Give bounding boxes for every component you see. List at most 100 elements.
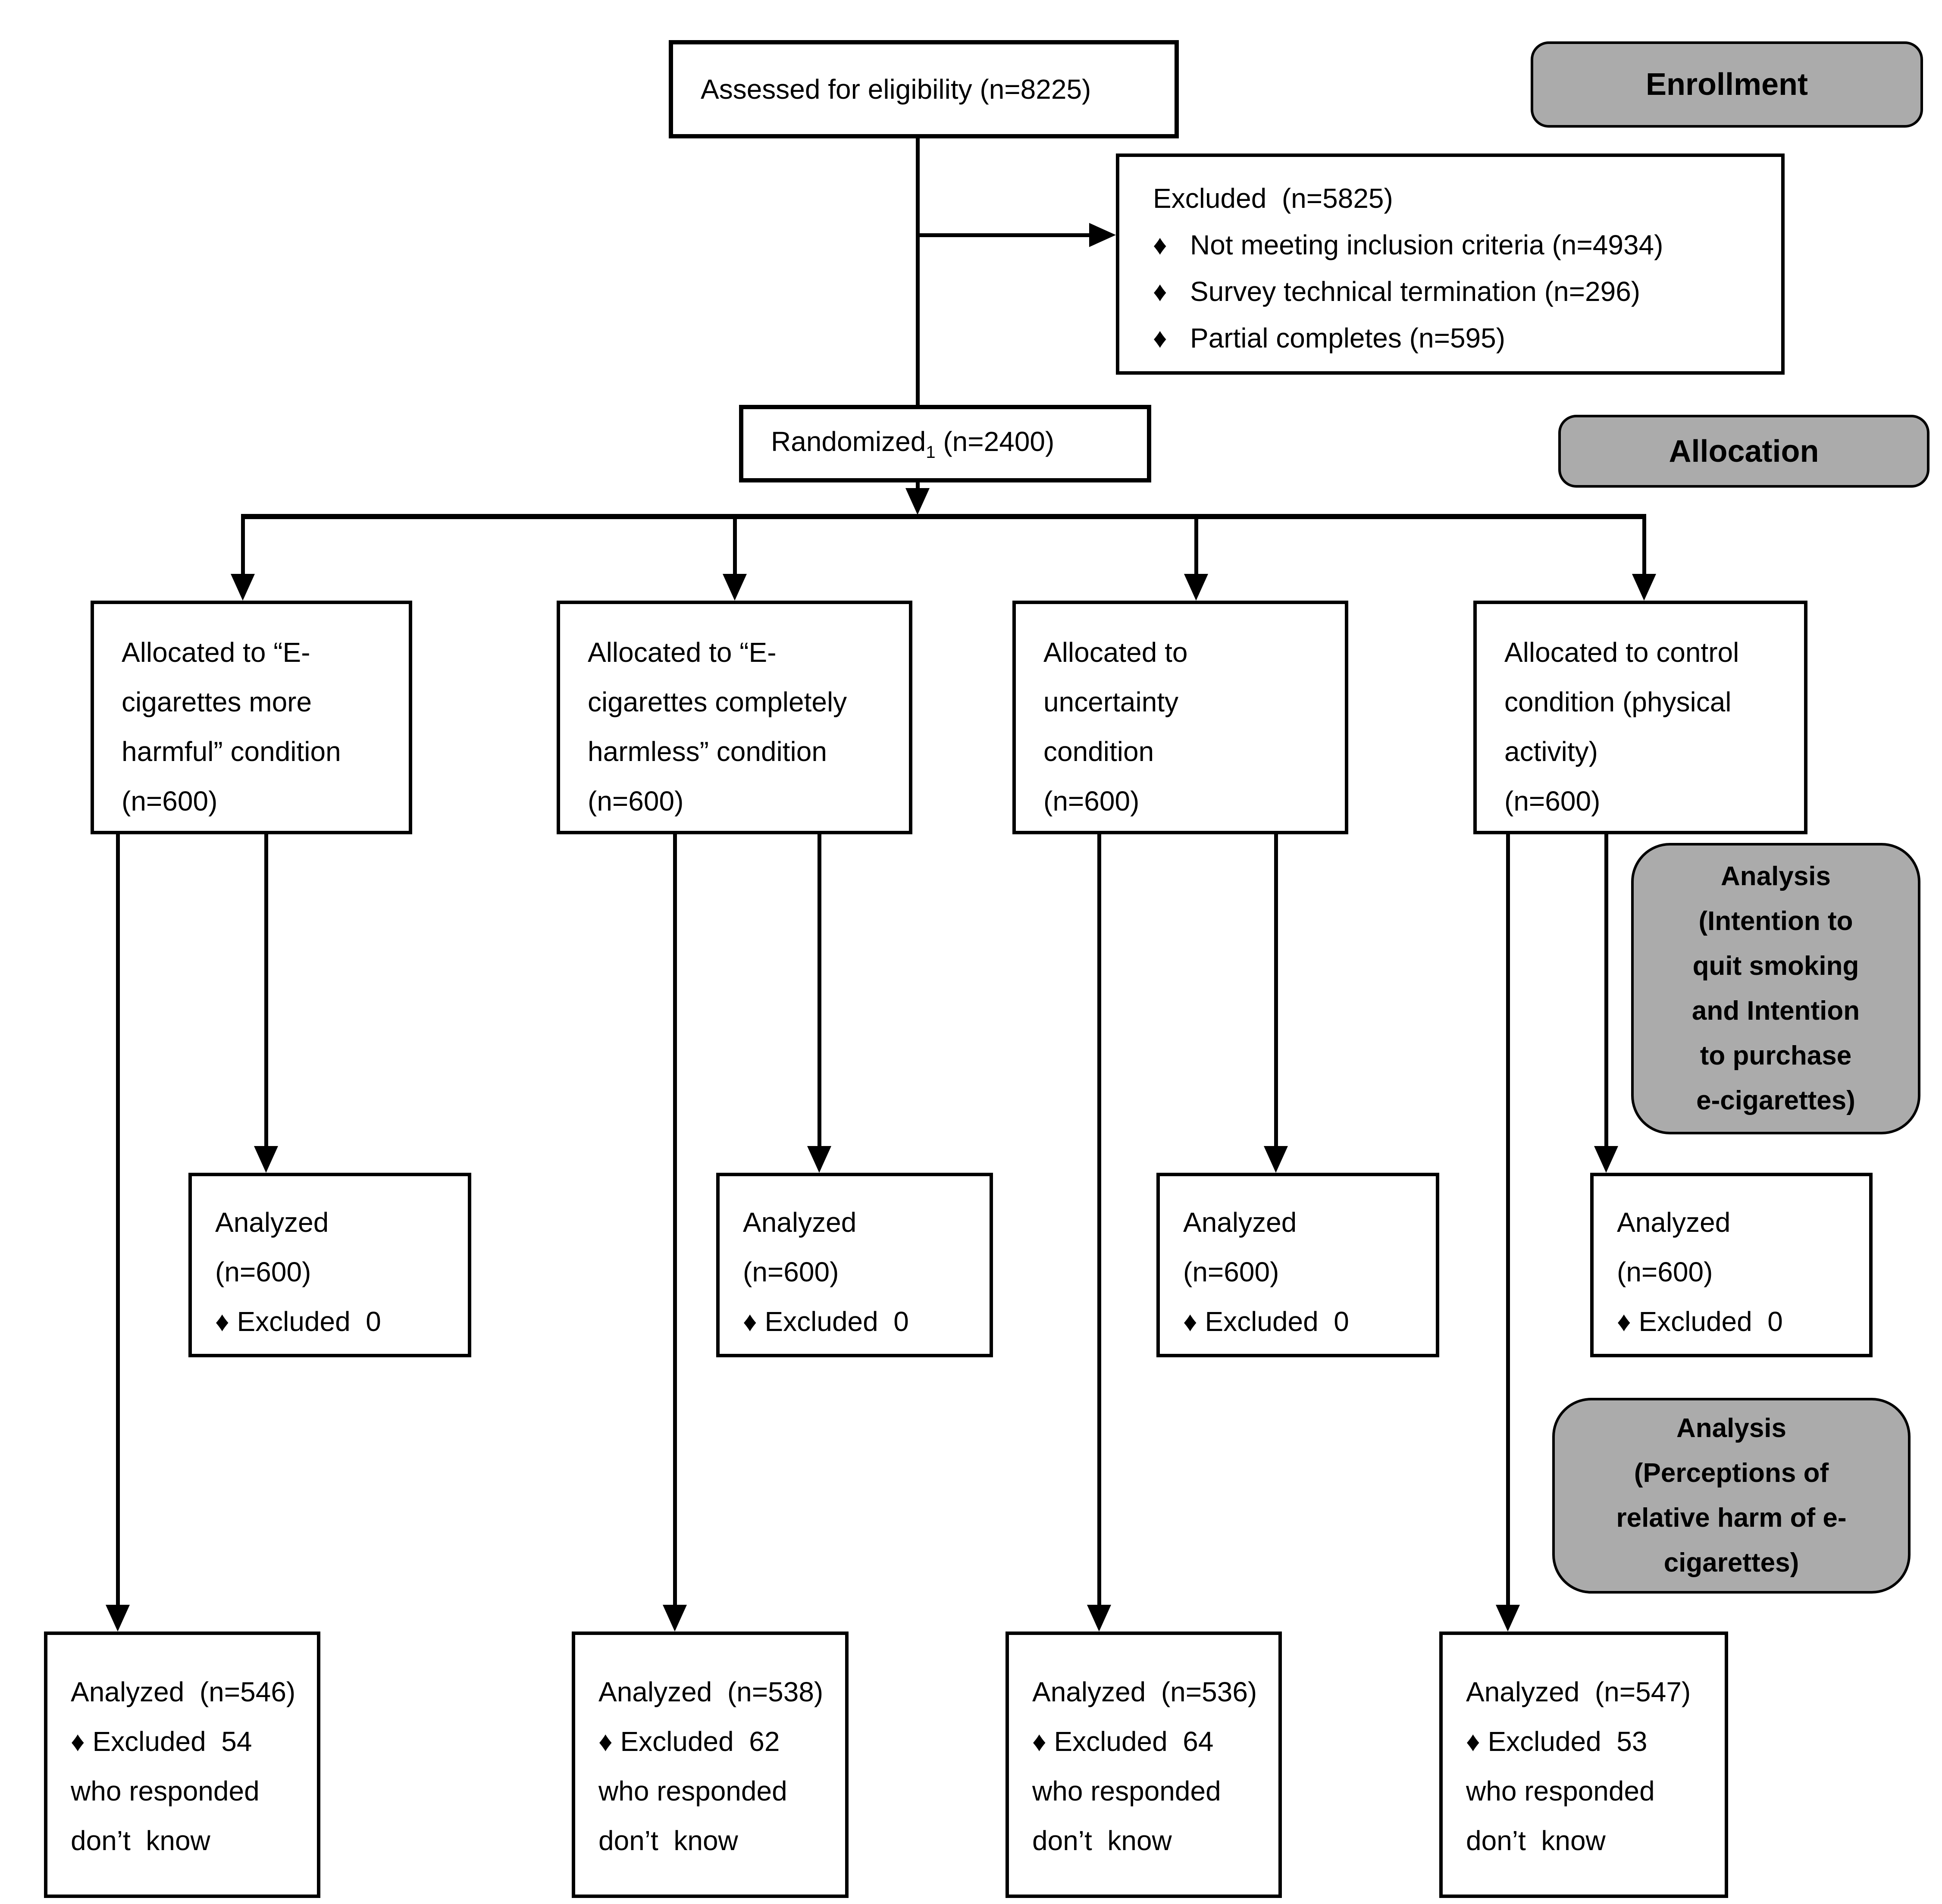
analyzed600-line: Analyzed: [215, 1207, 329, 1238]
analyzed600-line: Analyzed: [743, 1207, 857, 1238]
final-line: Analyzed (n=536): [1032, 1676, 1257, 1707]
connector-alloc1-analyzed: [264, 834, 268, 1149]
analyzed600-line: (n=600): [743, 1256, 839, 1287]
analyzed600-line: ♦ Excluded 0: [1617, 1306, 1783, 1337]
alloc-box-more-harmful: Allocated to “E- cigarettes more harmful…: [91, 601, 412, 834]
excluded-item: ♦ Not meeting inclusion criteria (n=4934…: [1153, 229, 1663, 260]
connector-branch-col3: [1194, 517, 1198, 578]
analysis1-line: Analysis: [1720, 861, 1831, 891]
connector-alloc3-analyzed: [1274, 834, 1278, 1149]
final-line: ♦ Excluded 53: [1466, 1726, 1648, 1757]
alloc-line: harmless” condition: [588, 736, 827, 767]
arrow-down-icon: [1264, 1146, 1288, 1173]
assessed-eligibility-text: Assessed for eligibility (n=8225): [701, 73, 1091, 105]
alloc-line: cigarettes more: [122, 686, 312, 717]
alloc-line: Allocated to “E-: [588, 637, 777, 668]
analyzed600-line: Analyzed: [1183, 1207, 1297, 1238]
arrow-right-icon: [1089, 223, 1116, 247]
alloc-line: uncertainty: [1043, 686, 1179, 717]
analyzed600-line: ♦ Excluded 0: [1183, 1306, 1349, 1337]
final-box-1: Analyzed (n=546) ♦ Excluded 54 who respo…: [44, 1632, 320, 1898]
connector-assessed-to-randomized: [916, 136, 920, 406]
alloc-line: (n=600): [588, 786, 684, 817]
analyzed600-box-4: Analyzed (n=600) ♦ Excluded 0: [1590, 1173, 1873, 1357]
final-line: Analyzed (n=546): [71, 1676, 296, 1707]
alloc-line: harmful” condition: [122, 736, 341, 767]
final-line: ♦ Excluded 54: [71, 1726, 252, 1757]
alloc-line: Allocated to control: [1504, 637, 1739, 668]
connector-branch-col2: [733, 517, 737, 578]
arrow-down-icon: [254, 1146, 278, 1173]
arrow-down-icon: [1632, 574, 1656, 601]
alloc-line: (n=600): [1043, 786, 1140, 817]
analysis2-stage-label: Analysis (Perceptions of relative harm o…: [1552, 1398, 1911, 1594]
analysis1-line: quit smoking: [1692, 951, 1859, 981]
final-line: ♦ Excluded 62: [598, 1726, 780, 1757]
alloc-line: Allocated to: [1043, 637, 1188, 668]
connector-alloc2-final: [673, 834, 677, 1606]
enrollment-stage-label: Enrollment: [1531, 41, 1923, 128]
excluded-box: Excluded (n=5825) ♦ Not meeting inclusio…: [1116, 153, 1785, 375]
alloc-line: cigarettes completely: [588, 686, 847, 717]
arrow-down-icon: [1184, 574, 1208, 601]
final-line: don’t know: [1466, 1825, 1606, 1856]
analyzed600-box-1: Analyzed (n=600) ♦ Excluded 0: [188, 1173, 471, 1357]
analyzed600-box-2: Analyzed (n=600) ♦ Excluded 0: [716, 1173, 993, 1357]
randomized-subscript: 1: [926, 443, 936, 462]
assessed-eligibility-box: Assessed for eligibility (n=8225): [669, 40, 1179, 138]
final-box-3: Analyzed (n=536) ♦ Excluded 64 who respo…: [1005, 1632, 1282, 1898]
arrow-down-icon: [807, 1146, 831, 1173]
analysis2-line: cigarettes): [1663, 1548, 1799, 1578]
connector-branch-col1: [241, 517, 245, 578]
final-line: Analyzed (n=547): [1466, 1676, 1691, 1707]
final-line: who responded: [598, 1776, 787, 1807]
analysis1-stage-label: Analysis (Intention to quit smoking and …: [1631, 843, 1920, 1134]
final-line: who responded: [1466, 1776, 1655, 1807]
connector-branch-col4: [1642, 517, 1646, 578]
arrow-down-icon: [1594, 1146, 1618, 1173]
analysis1-line: to purchase: [1700, 1041, 1852, 1071]
alloc-box-completely-harmless: Allocated to “E- cigarettes completely h…: [557, 601, 912, 834]
analyzed600-line: (n=600): [1617, 1256, 1713, 1287]
analyzed600-line: (n=600): [215, 1256, 311, 1287]
analysis2-line: (Perceptions of: [1634, 1458, 1829, 1488]
arrow-down-icon: [231, 574, 255, 601]
analysis2-line: Analysis: [1676, 1413, 1787, 1443]
arrow-down-icon: [663, 1605, 687, 1632]
final-line: don’t know: [71, 1825, 210, 1856]
alloc-line: condition: [1043, 736, 1154, 767]
connector-to-excluded: [918, 233, 1091, 237]
arrow-down-icon: [1496, 1605, 1520, 1632]
randomized-text: Randomized1 (n=2400): [771, 426, 1055, 462]
randomized-box: Randomized1 (n=2400): [739, 405, 1151, 482]
final-line: Analyzed (n=538): [598, 1676, 824, 1707]
analyzed600-box-3: Analyzed (n=600) ♦ Excluded 0: [1156, 1173, 1439, 1357]
alloc-line: condition (physical: [1504, 686, 1732, 717]
arrow-down-icon: [905, 488, 930, 515]
analysis1-line: e-cigarettes): [1696, 1086, 1855, 1115]
arrow-down-icon: [106, 1605, 130, 1632]
final-line: don’t know: [598, 1825, 738, 1856]
enrollment-label-text: Enrollment: [1645, 67, 1808, 102]
connector-alloc1-final: [116, 834, 120, 1606]
connector-alloc2-analyzed: [818, 834, 821, 1149]
excluded-item: ♦ Partial completes (n=595): [1153, 323, 1506, 354]
connector-alloc4-final: [1506, 834, 1510, 1606]
connector-alloc3-final: [1097, 834, 1101, 1606]
final-line: who responded: [1032, 1776, 1221, 1807]
analyzed600-line: (n=600): [1183, 1256, 1279, 1287]
final-line: who responded: [71, 1776, 260, 1807]
alloc-line: (n=600): [1504, 786, 1601, 817]
excluded-item: ♦ Survey technical termination (n=296): [1153, 276, 1641, 307]
final-box-2: Analyzed (n=538) ♦ Excluded 62 who respo…: [572, 1632, 849, 1898]
allocation-stage-label: Allocation: [1558, 415, 1929, 488]
analyzed600-line: ♦ Excluded 0: [743, 1306, 909, 1337]
alloc-box-uncertainty: Allocated to uncertainty condition (n=60…: [1012, 601, 1348, 834]
excluded-title: Excluded (n=5825): [1153, 183, 1393, 214]
final-line: ♦ Excluded 64: [1032, 1726, 1214, 1757]
alloc-line: activity): [1504, 736, 1598, 767]
arrow-down-icon: [1087, 1605, 1111, 1632]
final-line: don’t know: [1032, 1825, 1172, 1856]
allocation-label-text: Allocation: [1669, 434, 1819, 469]
